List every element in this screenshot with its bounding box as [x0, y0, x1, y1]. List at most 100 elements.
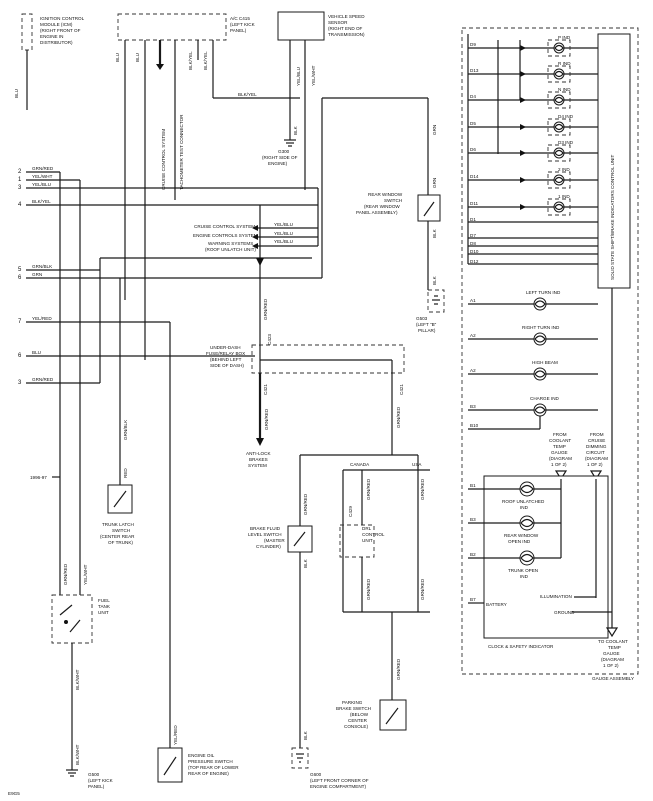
bf-label-1: LEVEL SWITCH — [248, 532, 282, 537]
drl-wire-4: GRN/RED — [420, 578, 425, 600]
cl-0-name-1: IND — [520, 505, 529, 510]
ud-label-3: SIDE OF DASH) — [210, 363, 244, 368]
vss-label-0: VEHICLE SPEED — [328, 14, 365, 19]
fc-5: 1 OF 2) — [551, 462, 567, 467]
g300-wire-label: BLK — [293, 125, 298, 135]
extra-pin-row-4: D12 — [468, 259, 598, 265]
lamp-2-name: HIGH BEAM — [532, 360, 558, 365]
vss-label-2: (RIGHT END OF — [328, 26, 363, 31]
ud-label-2: (BEHIND LEFT — [210, 357, 242, 362]
fc-0: FROM — [553, 432, 567, 437]
bf-label-3: CYLINDER) — [256, 544, 281, 549]
b7-pin: B7 — [470, 597, 476, 602]
fcr-0: FROM — [590, 432, 604, 437]
indicator-row-0: D9P IND — [468, 35, 598, 57]
ac-wire-2-label: BLU — [135, 53, 140, 62]
drl-wire-1: GRN/RED — [366, 478, 371, 500]
ac-label-2: PANEL) — [230, 28, 247, 33]
tc-1: TEMP — [608, 645, 621, 650]
eo-label-2: (TOP REAR OF LOWER — [188, 765, 239, 770]
ac-wire-5-label: BLK/YEL — [203, 51, 208, 70]
indicator-1-name: R IND — [558, 61, 571, 66]
tl-label-3: OF TRUNK) — [108, 540, 133, 545]
indicator-row-1: D13 R IND — [468, 61, 598, 83]
g503-label-1: (LEFT "B" — [416, 322, 437, 327]
ud-label-1: FUSE/RELAY BOX — [206, 351, 245, 356]
drl-label-1: CONTROL — [362, 532, 385, 537]
indicator-6-name: 1 IND — [558, 194, 570, 199]
trunk-latch-switch: TRUNK LATCH SWITCH (CENTER REAR OF TRUNK… — [100, 484, 135, 545]
usa-label: USA — [412, 462, 422, 467]
vss-wire-1-label: YEL/BLU — [296, 67, 301, 86]
ac-wire-1-label: BLU — [115, 53, 120, 62]
fig-id: E9G5 — [8, 791, 20, 796]
sys-wire-3: YEL/BLU — [274, 239, 293, 244]
rw-blk-label-2: BLK — [432, 275, 437, 285]
indicator-row-2: D4N IND — [468, 87, 598, 109]
rws-label-2: (REAR WINDOW — [364, 204, 400, 209]
eo-label-1: PRESSURE SWITCH — [188, 759, 233, 764]
cl-1-name-1: OPEN IND — [508, 539, 531, 544]
extra-pin-row-3: D10 — [468, 249, 598, 255]
fcr-2: DIMMING — [586, 444, 607, 449]
left-pin-0-wire: GRN/RED — [32, 166, 54, 171]
cruise-sys-label: CRUISE CONTROL SYSTEM — [194, 224, 255, 229]
brake-fluid-switch: BRAKE FLUID LEVEL SWITCH (MASTER CYLINDE… — [248, 525, 313, 553]
ft-label-2: UNIT — [98, 610, 109, 615]
rw-wire-label-2: GRN — [432, 178, 437, 188]
sys-wire-1: YEL/BLU — [274, 222, 293, 227]
left-pin-7-wire: BLU — [32, 350, 41, 355]
fc-1: COOLANT — [549, 438, 571, 443]
left-pin-1-n: 1 — [18, 177, 22, 183]
left-pin-6-n: 7 — [18, 319, 22, 325]
rw-blk-label: BLK — [432, 228, 437, 238]
bf-label-2: (MASTER — [264, 538, 285, 543]
left-pins: 2 GRN/RED 1 YEL/WHT 3 YEL/BLU 4 BLK/YEL … — [18, 166, 322, 386]
fc-2: TEMP — [553, 444, 566, 449]
cl-0-name-0: ROOF UNLATCHED — [502, 499, 545, 504]
lamp-0-name: LEFT TURN IND — [526, 290, 561, 295]
tc-2: GAUGE — [603, 651, 620, 656]
icm-component: IGNITION CONTROL MODULE (ICM) (RIGHT FRO… — [21, 13, 85, 66]
drl-feed-label: GRN/RED — [396, 406, 401, 428]
engine-oil-switch: ENGINE OIL PRESSURE SWITCH (TOP REAR OF … — [157, 747, 239, 783]
clock-safety-label: CLOCK & SAFETY INDICATOR — [488, 644, 554, 649]
sys-wire-2: YEL/BLU — [274, 231, 293, 236]
ac-arrow — [156, 64, 164, 70]
indicator-1-pin: D13 — [470, 68, 479, 73]
extra-pin-0: D1 — [470, 217, 476, 222]
ac-label-0: A/C C415 — [230, 16, 250, 21]
rws-label-3: PANEL ASSEMBLY) — [356, 210, 398, 215]
lamp-3-name: CHARGE IND — [530, 396, 560, 401]
bf-blk: BLK — [303, 558, 308, 568]
cl-2-name-0: TRUNK OPEN — [508, 568, 538, 573]
indicator-6-pin: D11 — [470, 201, 479, 206]
cruise-ctrl-label: CRUISE CONTROL SYSTEM — [161, 129, 166, 190]
icm-label-2: (RIGHT FRONT OF — [40, 28, 81, 33]
fcr-4: (DIAGRAM — [585, 456, 608, 461]
tl-label-2: (CENTER REAR — [100, 534, 135, 539]
cl-1-pin: B3 — [470, 517, 476, 522]
g503-label-2: PILLAR) — [418, 328, 436, 333]
pb-label-0: PARKING — [342, 700, 363, 705]
g300-ground: G300 (RIGHT SIDE OF ENGINE) — [262, 130, 298, 166]
tc-0: TO COOLANT — [598, 639, 628, 644]
system-labels: CRUISE CONTROL SYSTEM YEL/BLU ENGINE CON… — [193, 188, 319, 252]
g600-label-0: G600 — [310, 772, 322, 777]
engine-sys-label: ENGINE CONTROLS SYSTEM — [193, 233, 258, 238]
fcr-5: 1 OF 2) — [587, 462, 603, 467]
cl-2-pin: B2 — [470, 552, 476, 557]
b10-pin: B10 — [470, 423, 479, 428]
tc-3: (DIAGRAM — [601, 657, 624, 662]
cl-2-name-1: IND — [520, 574, 529, 579]
pb-label-1: BRAKE SWITCH — [336, 706, 371, 711]
g500-label-0: G500 — [88, 772, 100, 777]
extra-pin-3: D10 — [470, 249, 479, 254]
icm-label-4: DISTRIBUTOR) — [40, 40, 73, 45]
rear-window-switch: REAR WINDOW SWITCH (REAR WINDOW PANEL AS… — [356, 192, 441, 222]
bf-label-0: BRAKE FLUID — [250, 526, 281, 531]
